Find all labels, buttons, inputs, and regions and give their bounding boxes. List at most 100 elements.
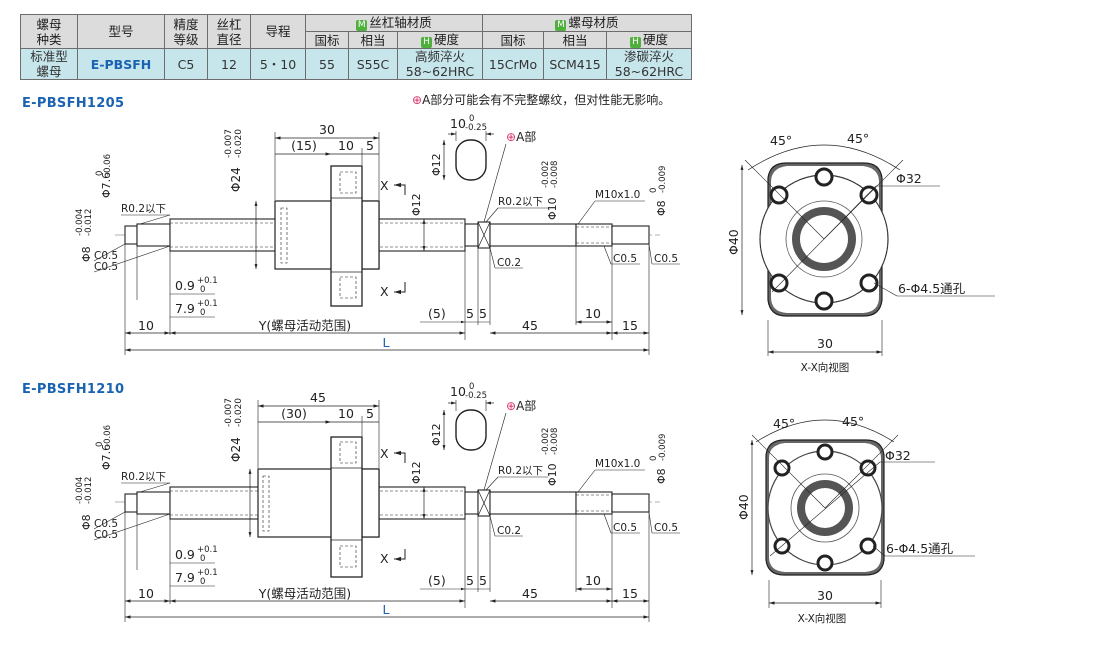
dim-inner2: 10 [338, 138, 354, 153]
svg-text:-0.007: -0.007 [224, 129, 234, 158]
svg-text:0: 0 [200, 308, 205, 318]
header-model: 型号 [77, 14, 165, 49]
svg-text:-0.007: -0.007 [224, 398, 234, 427]
dim-l45: 45 [522, 586, 538, 601]
drawing-title-2: E-PBSFH1210 [22, 382, 125, 397]
header-nut-type: 螺母 种类 [20, 14, 78, 49]
dim-w30: 30 [817, 336, 833, 351]
dim-d8: Φ8 [80, 514, 93, 530]
cell-precision: C5 [164, 48, 208, 80]
dim-p5: (5) [428, 306, 446, 321]
section-mark-x-top: X [380, 178, 389, 193]
label-holes: 6-Φ4.5通孔 [886, 541, 954, 556]
drawing-title-1: E-PBSFH1205 [22, 96, 125, 111]
material-badge-icon: M [356, 20, 368, 31]
dim-d8b: Φ8 [655, 200, 668, 216]
dim-d76: Φ7.6 [100, 444, 113, 470]
dim-g79: 7.9 [175, 301, 195, 316]
note: ⊕A部分可能会有不完整螺纹，但对性能无影响。 [412, 93, 671, 107]
dim-l10b: 10 [585, 573, 601, 588]
label-c02: C0.2 [497, 257, 521, 269]
header-screw-dia: 丝杠 直径 [207, 14, 251, 49]
warning-icon: ⊕ [412, 93, 423, 107]
label-c05c: C0.5 [613, 522, 637, 534]
dim-w30: 30 [817, 588, 833, 603]
dim-w10: 10 [450, 384, 466, 399]
dim-l15: 15 [622, 586, 638, 601]
svg-text:-0.008: -0.008 [550, 161, 560, 188]
label-r02b: R0.2以下 [498, 196, 543, 208]
dim-l10b: 10 [585, 306, 601, 321]
dim-inner2: 10 [338, 406, 354, 421]
end-view-2: Φ32 45° 45° Φ40 6-Φ4.5通孔 30 X-X向视图 [736, 414, 975, 625]
label-c05a: C0.5 [94, 518, 118, 530]
dim-d40: Φ40 [726, 229, 741, 255]
dim-d32: Φ32 [896, 171, 922, 186]
dim-p5: (5) [428, 573, 446, 588]
dim-s5b: 5 [479, 306, 487, 321]
warning-icon: ⊕ [506, 399, 516, 413]
label-holes: 6-Φ4.5通孔 [898, 281, 966, 296]
dim-flange-len: 30 [319, 122, 335, 137]
svg-text:+0.1: +0.1 [197, 568, 218, 578]
svg-text:-0.25: -0.25 [465, 123, 487, 133]
dim-y: Y(螺母活动范围) [258, 586, 351, 601]
end-view-1: Φ32 45° 45° Φ40 6-Φ4.5通孔 30 X-X向视图 [726, 131, 995, 374]
svg-text:-0.004: -0.004 [75, 477, 85, 504]
svg-text:0: 0 [649, 188, 659, 193]
dim-l10: 10 [138, 586, 154, 601]
section-mark-x-bottom: X [380, 551, 389, 566]
svg-text:0: 0 [95, 442, 105, 447]
label-c02: C0.2 [497, 525, 521, 537]
dim-d40: Φ40 [736, 494, 751, 520]
dim-d12: Φ12 [410, 193, 423, 216]
dim-l15: 15 [622, 318, 638, 333]
cell-nut-equiv: SCM415 [543, 48, 607, 80]
label-c05b: C0.5 [94, 529, 118, 541]
dim-inner1: (30) [281, 406, 307, 421]
label-r02b: R0.2以下 [498, 465, 543, 477]
section-mark-x-bottom: X [380, 284, 389, 299]
hardness-badge-icon: H [629, 37, 641, 48]
dim-d32: Φ32 [885, 448, 911, 463]
angle-45-right: 45° [842, 414, 864, 429]
svg-text:0: 0 [200, 554, 205, 564]
label-c05a: C0.5 [94, 250, 118, 262]
caption-view: X-X向视图 [798, 612, 847, 625]
header-shaft-std: 国标 [305, 31, 349, 49]
dim-nut-dia: Φ24 [229, 167, 243, 192]
label-c05b: C0.5 [94, 261, 118, 273]
dim-flange-len: 45 [310, 390, 326, 405]
dim-s5b: 5 [479, 573, 487, 588]
dim-d12b: Φ12 [430, 153, 443, 176]
svg-text:-0.020: -0.020 [234, 398, 244, 427]
dim-g09: 0.9 [175, 278, 195, 293]
dim-nut-dia: Φ24 [229, 437, 243, 462]
svg-text:+0.1: +0.1 [197, 299, 218, 309]
dim-s5a: 5 [466, 573, 474, 588]
dim-L: L [383, 602, 390, 617]
dim-g79: 7.9 [175, 570, 195, 585]
cell-model: E-PBSFH [77, 48, 165, 80]
dim-d8b: Φ8 [655, 468, 668, 484]
screw-drawing-1: 30 (15) 10 5 Φ24 -0.007 -0.020 Φ7.6 0 -0… [75, 114, 680, 355]
angle-45-left: 45° [773, 416, 795, 431]
dim-l10: 10 [138, 318, 154, 333]
svg-text:0: 0 [469, 114, 474, 124]
dim-d10: Φ10 [546, 463, 559, 486]
dim-s5a: 5 [466, 306, 474, 321]
svg-text:-0.002: -0.002 [541, 428, 551, 455]
dim-l45: 45 [522, 318, 538, 333]
warning-icon: ⊕ [506, 130, 516, 144]
dim-d8: Φ8 [80, 246, 93, 262]
svg-text:0: 0 [200, 285, 205, 295]
dim-w10: 10 [450, 116, 466, 131]
svg-text:-0.008: -0.008 [550, 428, 560, 455]
cell-shaft-hardness: 高频淬火 58~62HRC [397, 48, 483, 80]
angle-45-right: 45° [847, 131, 869, 146]
svg-text:-0.020: -0.020 [234, 129, 244, 158]
svg-text:-0.009: -0.009 [658, 166, 668, 193]
